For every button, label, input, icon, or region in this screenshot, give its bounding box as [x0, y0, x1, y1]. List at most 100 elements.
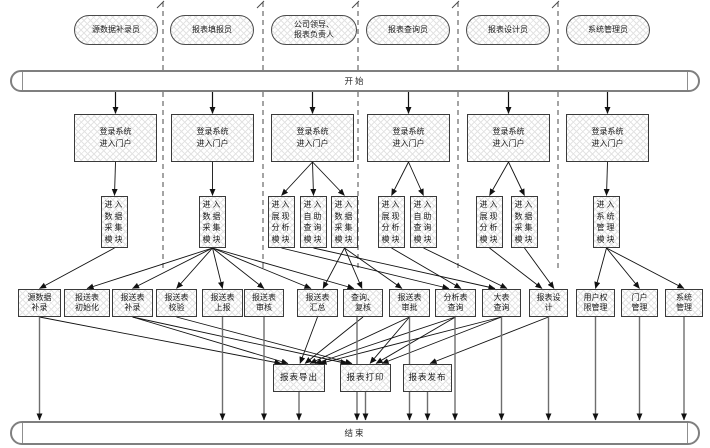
label-line: 进入 — [596, 200, 617, 209]
edge-task-11-to-out-1 — [319, 316, 502, 365]
task-13: 用户权限管理 — [576, 289, 615, 317]
label-line: 计 — [544, 303, 553, 312]
edge-login-3-to-module-4 — [310, 161, 317, 196]
label-line: 采集 — [334, 223, 355, 232]
label-line: 模块 — [303, 234, 324, 244]
label-line: 数据 — [514, 211, 535, 221]
edge-module-3-to-task-10 — [281, 247, 450, 290]
lane-separator-tick — [451, 0, 460, 9]
label-line: 展现 — [271, 211, 292, 221]
label-line: 进入门户 — [591, 139, 624, 148]
label-line: 报送表 — [120, 292, 145, 302]
task-3: 报送表补录 — [112, 289, 153, 317]
label-line: 大表 — [493, 292, 510, 302]
label-line: 报表发布 — [408, 372, 447, 383]
label-line: 展现 — [381, 211, 402, 221]
label-line: 模块 — [413, 234, 434, 244]
label-line: 模块 — [202, 234, 223, 244]
label-line: 报送表 — [252, 292, 276, 302]
label-line: 系统 — [596, 211, 617, 221]
label-line: 采集 — [514, 223, 535, 232]
label-line: 报表打印 — [346, 372, 385, 383]
task-14: 门户管理 — [621, 289, 658, 317]
module-1: 进入数据采集模块 — [101, 196, 128, 248]
label-line: 校验 — [168, 303, 185, 312]
edge-module-2-to-task-3 — [132, 247, 213, 289]
label-line: 模块 — [334, 234, 355, 244]
label-line: 汇总 — [309, 303, 326, 312]
label-line: 报表设 — [536, 292, 561, 302]
edge-module-2-to-task-6 — [212, 247, 265, 289]
label-line: 自助 — [413, 211, 434, 221]
label-line: 数据 — [202, 211, 223, 221]
edge-module-2-to-task-2 — [86, 247, 213, 290]
label-line: 登录系统 — [196, 127, 229, 136]
edge-task-9-to-out-2 — [369, 316, 410, 364]
label-line: 进入 — [381, 200, 402, 209]
role-4: 报表查询员 — [366, 15, 450, 45]
bar-cap — [687, 72, 688, 90]
role-6: 系统管理员 — [566, 15, 650, 45]
edge-login-5-to-module-8 — [489, 161, 509, 196]
label-line: 进入 — [202, 200, 223, 209]
edge-module-5-to-task-8 — [344, 247, 363, 289]
out-3: 报表发布 — [403, 364, 452, 392]
bar-cap — [687, 423, 688, 443]
label-line: 登录系统 — [392, 127, 425, 136]
out-2: 报表打印 — [340, 364, 391, 392]
role-2: 报表填报员 — [170, 15, 254, 45]
lane-separator-tick — [351, 0, 360, 9]
edge-module-10-to-task-13 — [594, 247, 607, 289]
task-6: 报送表审核 — [244, 289, 284, 317]
module-6: 进入展现分析模块 — [378, 196, 405, 248]
label-line: 进入 — [514, 200, 535, 209]
label-line: 公司领导、 — [294, 19, 334, 29]
label-line: 管理 — [676, 303, 692, 312]
task-15: 系统管理 — [665, 289, 703, 317]
label-line: 查询 — [493, 303, 510, 312]
label-line: 进入 — [271, 200, 292, 209]
login-5: 登录系统进入门户 — [467, 114, 550, 162]
label-line: 报表负责人 — [294, 30, 334, 39]
edge-task-8-to-out-1 — [304, 316, 364, 364]
label-line: 查询 — [447, 303, 464, 312]
task-10: 分析表查询 — [435, 289, 476, 317]
label-line: 采集 — [202, 223, 223, 232]
start-bar: 开始 — [10, 70, 700, 92]
label-line: 补录 — [124, 303, 141, 312]
label-line: 分析 — [479, 223, 500, 232]
label-line: 登录系统 — [492, 127, 525, 136]
label-line: 报送表 — [397, 292, 422, 302]
module-4: 进入自助查询模块 — [300, 196, 327, 248]
label-line: 初始化 — [75, 303, 99, 312]
label-line: 源数据补录员 — [92, 24, 140, 34]
edge-module-8-to-task-12 — [489, 247, 543, 289]
label-line: 查询 — [303, 223, 324, 232]
task-4: 报送表校验 — [156, 289, 197, 317]
module-9: 进入数据采集模块 — [511, 196, 538, 248]
login-2: 登录系统进入门户 — [171, 114, 254, 162]
edge-login-5-to-module-9 — [508, 161, 525, 196]
label-line: 进入 — [413, 200, 434, 209]
task-9: 报送表审批 — [389, 289, 430, 317]
label-line: 报表设计员 — [488, 24, 528, 34]
role-1: 源数据补录员 — [74, 15, 158, 45]
login-1: 登录系统进入门户 — [74, 114, 157, 162]
edge-task-3-to-out-1 — [132, 316, 289, 365]
login-3: 登录系统进入门户 — [271, 114, 354, 162]
bar-cap — [22, 423, 23, 443]
label-line: 进入 — [334, 200, 355, 209]
edge-module-2-to-task-8 — [212, 247, 355, 290]
label-line: 报送表 — [305, 292, 330, 302]
label-line: 查询 — [413, 223, 434, 232]
label-line: 自助 — [303, 211, 324, 221]
edge-task-7-to-out-1 — [299, 316, 318, 364]
task-12: 报表设计 — [529, 289, 568, 317]
edge-task-9-to-out-1 — [309, 316, 410, 364]
module-3: 进入展现分析模块 — [268, 196, 295, 248]
edge-module-1-to-task-1 — [39, 247, 115, 289]
label-line: 管理 — [596, 223, 617, 232]
label-line: 进入 — [303, 200, 324, 209]
label-line: 上报 — [214, 303, 231, 312]
